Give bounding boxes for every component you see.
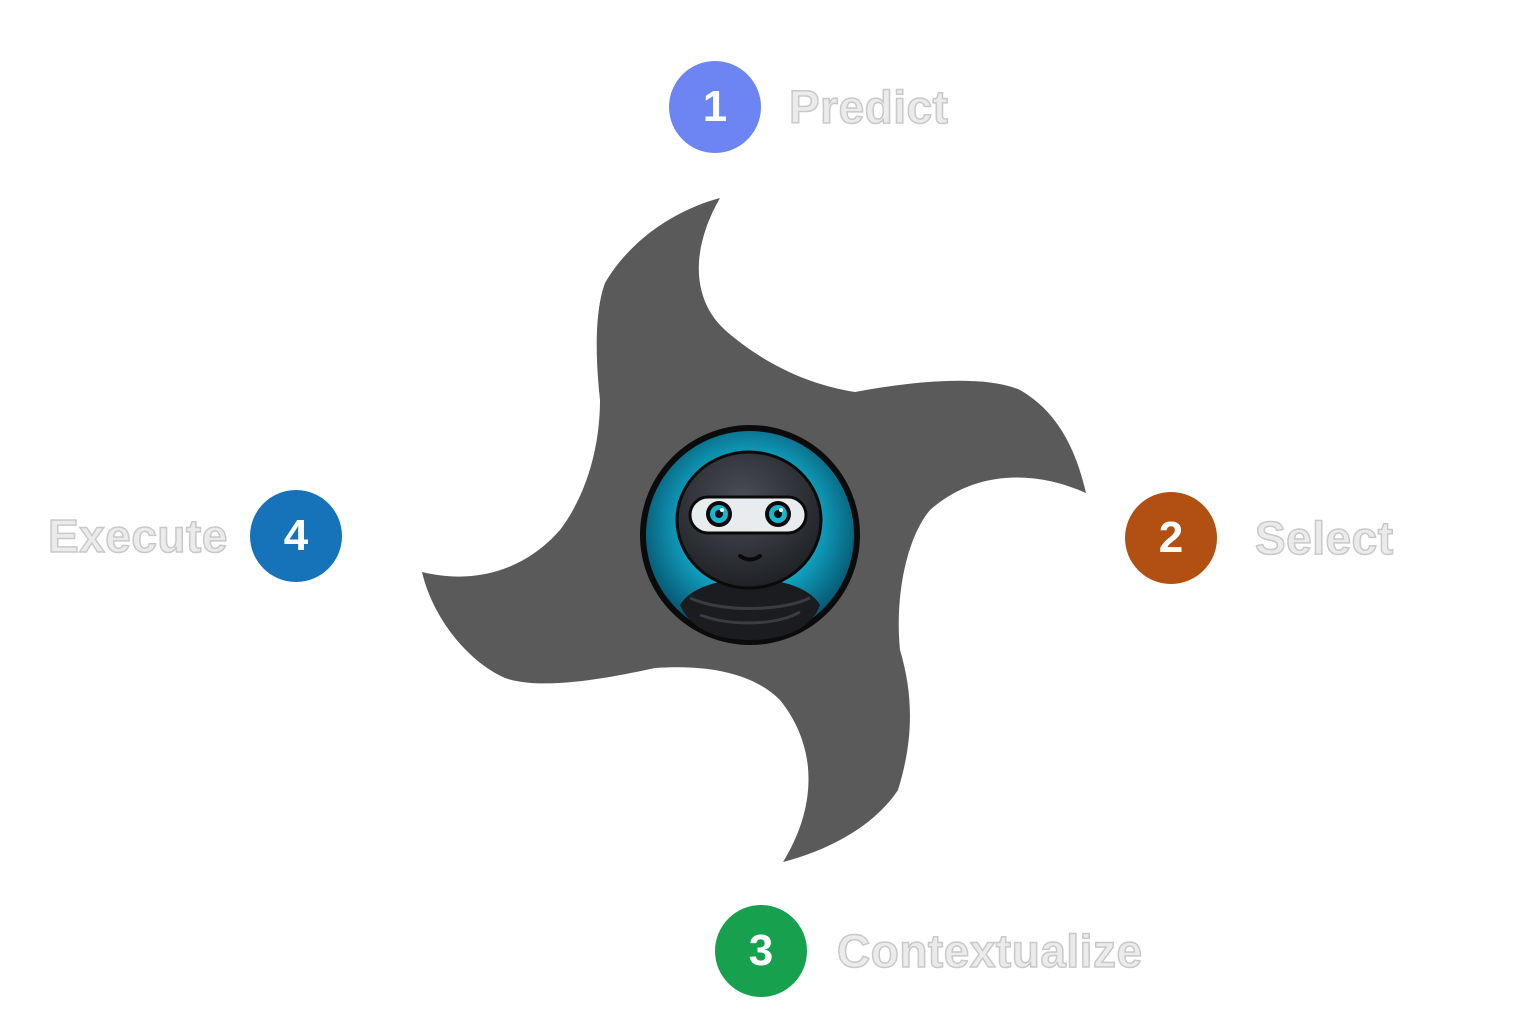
step-number-badge: 1 [669, 61, 761, 153]
step-contextualize: 3 Contextualize [715, 905, 1143, 997]
step-select: 2 Select [1125, 492, 1394, 584]
step-execute: Execute 4 [47, 490, 342, 582]
step-number-badge: 2 [1125, 492, 1217, 584]
step-number-badge: 3 [715, 905, 807, 997]
step-number-badge: 4 [249, 490, 342, 582]
step-label: Execute [47, 509, 228, 563]
step-label: Contextualize [836, 924, 1143, 978]
ninja-avatar-icon [640, 425, 860, 645]
step-label: Predict [788, 80, 949, 134]
step-predict: 1 Predict [669, 61, 949, 153]
step-label: Select [1254, 511, 1394, 565]
